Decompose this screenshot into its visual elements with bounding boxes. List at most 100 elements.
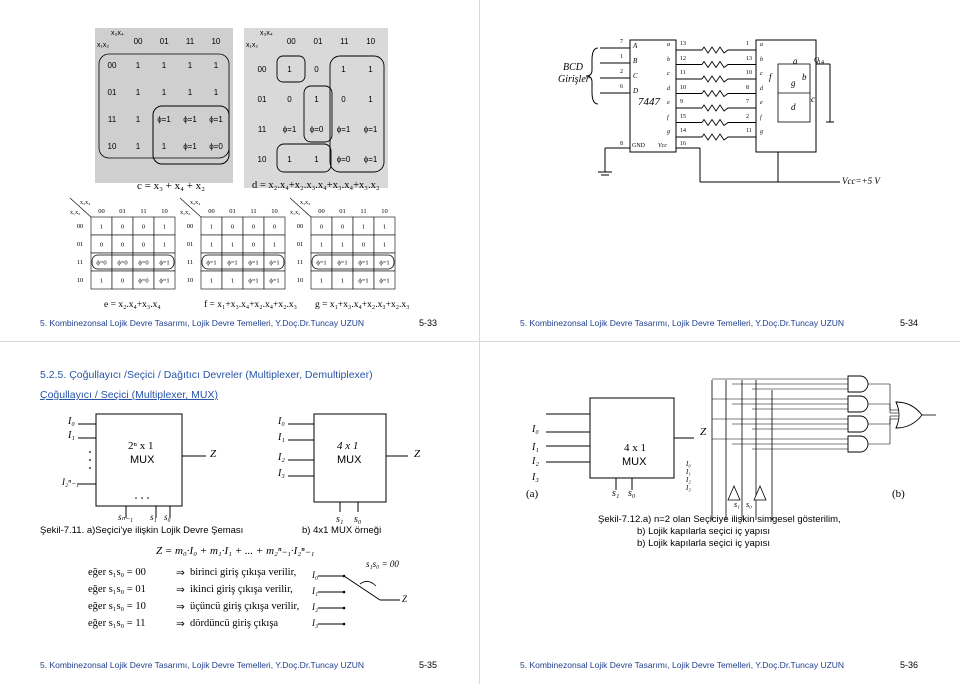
output-pin: 9 xyxy=(680,99,683,105)
row-code: 01 xyxy=(297,241,304,248)
row-code: 10 xyxy=(187,277,194,284)
kmap-cell-box xyxy=(373,270,396,290)
kmap-cell: 1 xyxy=(187,61,193,70)
implies-icon: ⇒ xyxy=(176,585,185,596)
and-gate-icon xyxy=(847,415,869,433)
segment-letter: c xyxy=(811,94,815,104)
kmap-cell: 1 xyxy=(320,242,323,249)
tag-b: (b) xyxy=(892,488,905,500)
mux-a-select-high: sₙ₋₁ xyxy=(118,512,133,522)
footer-author: , Y.Doç.Dr.Tuncay UZUN xyxy=(270,660,365,670)
kmap-cell: ϕ=1 xyxy=(269,278,279,285)
caption-line: b) Lojik kapılarla seçici iç yapısı xyxy=(637,538,771,549)
output-label: a xyxy=(667,42,670,48)
kmap-cell: ϕ=1 xyxy=(379,260,389,267)
display-segment-label: b xyxy=(760,56,763,63)
kmap-cell: ϕ=1 xyxy=(209,115,223,124)
row-code: 01 xyxy=(187,241,194,248)
kmap-cell: ϕ=1 xyxy=(379,278,389,285)
kmap-cell: 0 xyxy=(121,278,124,285)
rotary-switch xyxy=(318,574,400,626)
kmap-cell: 1 xyxy=(314,94,319,104)
kmap-cell: ϕ=1 xyxy=(159,260,169,267)
output-label: b xyxy=(667,56,670,63)
kmap-cell: ϕ=1 xyxy=(337,260,347,267)
kmap-cell: 1 xyxy=(135,115,141,124)
mux-b-output: Z xyxy=(414,448,421,460)
kmap-cell: ϕ=0 xyxy=(309,124,324,134)
implies-icon: ⇒ xyxy=(176,619,185,630)
kmap-cell: 1 xyxy=(383,242,386,249)
mux-b-input-1: I₁ xyxy=(278,432,285,443)
output-pin: 13 xyxy=(680,41,686,47)
rule-condition: eğer s₁s₀ = 10 xyxy=(88,601,146,612)
kmap-cell: ϕ=0 xyxy=(336,154,351,164)
kmap-cell: ϕ=1 xyxy=(227,260,237,267)
display-segment-label: c xyxy=(760,71,763,77)
kmap-c-panel: x₃x₄ x₁x₂ 00 01 11 10 00 1 1 1 1 01 1 1 … xyxy=(95,28,233,183)
kmap-cell: 1 xyxy=(287,154,292,164)
kmap-cell: ϕ=1 xyxy=(358,278,368,285)
kmap-cell: ϕ=0 xyxy=(96,260,106,267)
and-gate-icon xyxy=(847,435,869,453)
footer: 5. Kombinezonsal Lojik Devre Tasarımı, L… xyxy=(520,318,844,328)
row-code: 10 xyxy=(297,277,304,284)
mux-b-input-3: I₃ xyxy=(278,468,285,479)
display-pin: 13 xyxy=(746,55,752,62)
rule-text: ikinci giriş çıkışa verilir, xyxy=(190,584,293,595)
kmap-var-corner: x₁x₂ xyxy=(180,210,190,216)
row-code: 10 xyxy=(77,277,84,284)
col-code: 01 xyxy=(313,37,323,46)
display-segment-label: a xyxy=(760,42,763,48)
display-segment-label: g xyxy=(760,129,763,135)
kmap-cell: 1 xyxy=(314,154,319,164)
tag-a: (a) xyxy=(526,488,539,500)
kmap-cell: 1 xyxy=(161,142,167,151)
q-pin: 14 xyxy=(818,60,824,66)
kmap-var-corner: x₁x₂ xyxy=(97,42,110,49)
segment-letter: f xyxy=(769,72,772,82)
mux-symbol-select-0: s₀ xyxy=(628,488,636,499)
formula-f: f = x₁+x₃.x₄+x₂.x₄+x₂.x₃ xyxy=(204,300,297,310)
gate-input-1: I₁ xyxy=(686,468,691,476)
kmap-var-corner: x₁x₂ xyxy=(290,210,300,216)
kmap-row: 01 1 1 1 1 xyxy=(99,79,229,106)
row-code: 00 xyxy=(77,223,84,230)
col-code: 01 xyxy=(119,208,126,215)
caption-line: Şekil-7.12.a) n=2 olan Seçiciye ilişkin … xyxy=(598,514,841,525)
col-code: 10 xyxy=(366,37,376,46)
footer-author: , Y.Doç.Dr.Tuncay UZUN xyxy=(750,660,845,670)
kmap-cell: ϕ=1 xyxy=(183,115,197,124)
footer-course: 5. Kombinezonsal Lojik Devre Tasarımı, L… xyxy=(520,318,751,328)
and-gate-icon xyxy=(847,395,869,413)
mux-diagrams xyxy=(78,413,408,518)
row-code: 01 xyxy=(107,88,117,97)
input-pin: 6 xyxy=(620,84,623,90)
rule-condition: eğer s₁s₀ = 11 xyxy=(88,618,146,629)
output-label: f xyxy=(667,114,669,121)
kmap-cell-box xyxy=(263,270,286,290)
formula-e: e = x₂.x₄+x₃.x₄ xyxy=(104,300,161,310)
kmap-cell: 0 xyxy=(231,224,234,231)
display-pin: 10 xyxy=(746,70,752,76)
row-code: 11 xyxy=(257,124,267,134)
figure-caption-a: Şekil-7.11. a)Seçici'ye ilişkin Lojik De… xyxy=(40,525,244,536)
bcd-7segment-circuit xyxy=(585,39,840,183)
col-code: 10 xyxy=(271,208,278,215)
page-number: 5-36 xyxy=(900,660,919,670)
output-pin: 11 xyxy=(680,70,686,76)
mux-a-input-1: I₁ xyxy=(68,430,75,441)
switch-state: s₁s₀ = 00 xyxy=(366,559,399,569)
q-label: Q xyxy=(814,56,820,64)
kmap-cell: 0 xyxy=(314,64,319,74)
kmap-var-corner: x₁x₂ xyxy=(246,42,259,49)
kmap-var-corner: x₃x₄ xyxy=(260,30,273,37)
kmap-cell: 1 xyxy=(383,224,386,231)
kmap-row: 10 1 1 ϕ=1 ϕ=0 xyxy=(99,133,229,160)
display-pin: 2 xyxy=(746,113,749,120)
kmap-cell: 1 xyxy=(100,278,103,285)
page-number: 5-35 xyxy=(419,660,438,670)
kmap-cell: 1 xyxy=(210,242,213,249)
not-gate-icon xyxy=(753,484,767,501)
